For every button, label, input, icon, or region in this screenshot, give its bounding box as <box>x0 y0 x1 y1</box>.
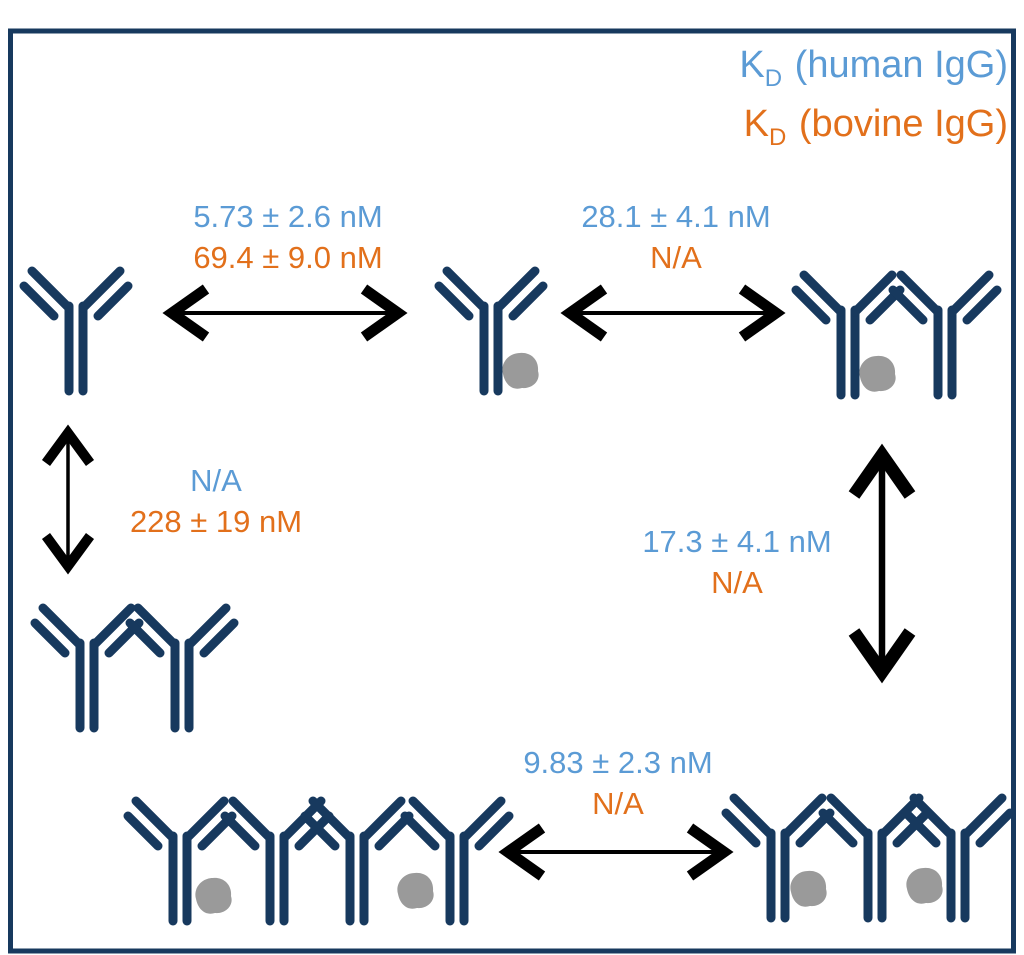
antigen-blob <box>906 867 943 904</box>
kd-label-oligomer-vs-oligomer: 9.83 ± 2.3 nM N/A <box>523 742 712 824</box>
kd-label-dimer-vs-oligomer: 17.3 ± 4.1 nM N/A <box>642 521 831 603</box>
kd-bovine-value: 228 ± 19 nM <box>129 504 303 539</box>
kd-human-value: 28.1 ± 4.1 nM <box>581 199 771 234</box>
antigen-blobs <box>195 352 943 914</box>
antibody-free-igg <box>24 271 128 391</box>
antigen-blob <box>195 877 232 914</box>
arrow-free-vs-conjugate <box>162 284 408 342</box>
antigen-blob <box>397 872 434 909</box>
kd-human-value: 9.83 ± 2.3 nM <box>523 745 713 780</box>
kd-human-value: 17.3 ± 4.1 nM <box>642 524 832 559</box>
legend-human-k: K <box>739 44 765 86</box>
arrow-conjugate-vs-dimer <box>560 284 786 342</box>
kd-label-conjugate-vs-dimer: 28.1 ± 4.1 nM N/A <box>581 196 770 278</box>
equilibrium-arrows <box>41 284 916 881</box>
kd-human-value: N/A <box>190 463 242 498</box>
kd-label-free-vs-free-dimer: N/A 228 ± 19 nM <box>130 460 302 542</box>
kd-bovine-value: N/A <box>592 786 644 821</box>
legend-bovine-rest: (bovine IgG) <box>788 103 1008 145</box>
legend-human-rest: (human IgG) <box>784 44 1008 86</box>
antibody-dimer-right <box>893 275 997 395</box>
antigen-blob <box>859 355 896 392</box>
antigen-blob <box>502 352 539 389</box>
kd-label-free-vs-conjugate: 5.73 ± 2.6 nM 69.4 ± 9.0 nM <box>193 196 382 278</box>
legend-bovine-igg: KD (bovine IgG) <box>739 97 1008 156</box>
kd-legend: KD (human IgG) KD (bovine IgG) <box>739 38 1008 156</box>
legend-bovine-sub: D <box>769 124 787 151</box>
arrow-free-vs-free-dimer <box>41 424 95 575</box>
legend-human-sub: D <box>764 65 783 92</box>
legend-bovine-k: K <box>743 103 769 145</box>
kd-human-value: 5.73 ± 2.6 nM <box>193 199 383 234</box>
arrow-dimer-vs-oligomer <box>848 443 916 684</box>
figure-border <box>8 28 1016 954</box>
antigen-blob <box>790 870 827 907</box>
arrow-oligomer-vs-oligomer <box>498 823 734 881</box>
kd-bovine-value: N/A <box>711 565 763 600</box>
kd-bovine-value: N/A <box>650 240 702 275</box>
antibody-free-dimer-left <box>35 608 139 728</box>
kd-bovine-value: 69.4 ± 9.0 nM <box>193 240 383 275</box>
legend-human-igg: KD (human IgG) <box>739 38 1008 97</box>
antibody-free-dimer-right <box>130 608 234 728</box>
